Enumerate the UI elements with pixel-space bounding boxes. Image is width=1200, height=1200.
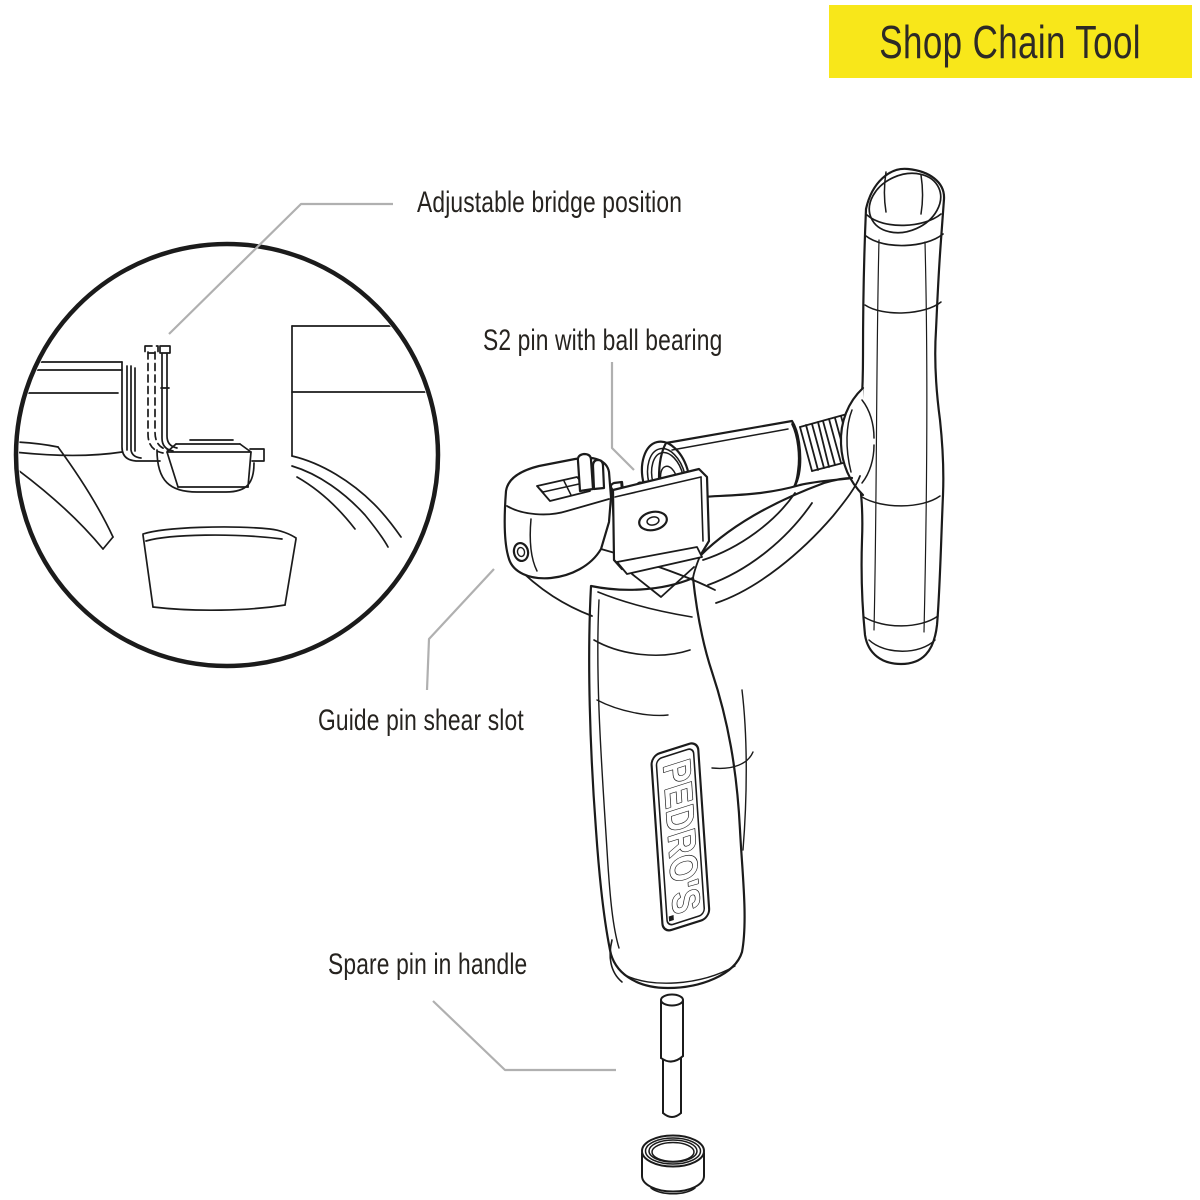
pin-hole: [512, 541, 530, 563]
chain-tool-illustration: PEDRO'S: [503, 167, 946, 1195]
leader-adjustable-bridge: [168, 202, 393, 335]
grip-handle: PEDRO'S: [588, 576, 754, 990]
head-block: [503, 452, 716, 617]
dashed-bridge-position: [144, 345, 169, 454]
brand-plate: PEDRO'S: [650, 742, 711, 932]
guide-tab-left: [576, 452, 595, 493]
brand-logo-text: PEDRO'S: [655, 755, 707, 920]
bridge-slot: [536, 476, 591, 502]
callout-spare-pin: Spare pin in handle: [328, 948, 528, 981]
t-handle: [839, 167, 946, 666]
bridge-cross-section: [19, 325, 435, 612]
body-arm: [692, 475, 861, 604]
title-banner: Shop Chain Tool: [829, 5, 1192, 78]
guide-tab-right: [591, 458, 606, 491]
callout-adjustable-bridge: Adjustable bridge position: [417, 186, 683, 219]
inset-border-circle: [13, 241, 441, 669]
spare-pin: [660, 993, 684, 1118]
callout-s2-pin: S2 pin with ball bearing: [483, 324, 723, 357]
shear-slot-bracket: [609, 467, 711, 598]
leader-spare-pin: [432, 1000, 616, 1072]
banner-label: Shop Chain Tool: [879, 15, 1142, 68]
ferrule-ring: [641, 1134, 705, 1195]
detail-circle-inset: [13, 241, 441, 669]
leader-guide-pin-slot: [425, 568, 495, 691]
leader-s2-pin: [610, 362, 635, 471]
callout-guide-pin-slot: Guide pin shear slot: [318, 704, 524, 737]
leader-lines: [168, 202, 635, 1072]
handle-boss: [839, 386, 865, 497]
shear-slot-hole: [638, 510, 668, 532]
